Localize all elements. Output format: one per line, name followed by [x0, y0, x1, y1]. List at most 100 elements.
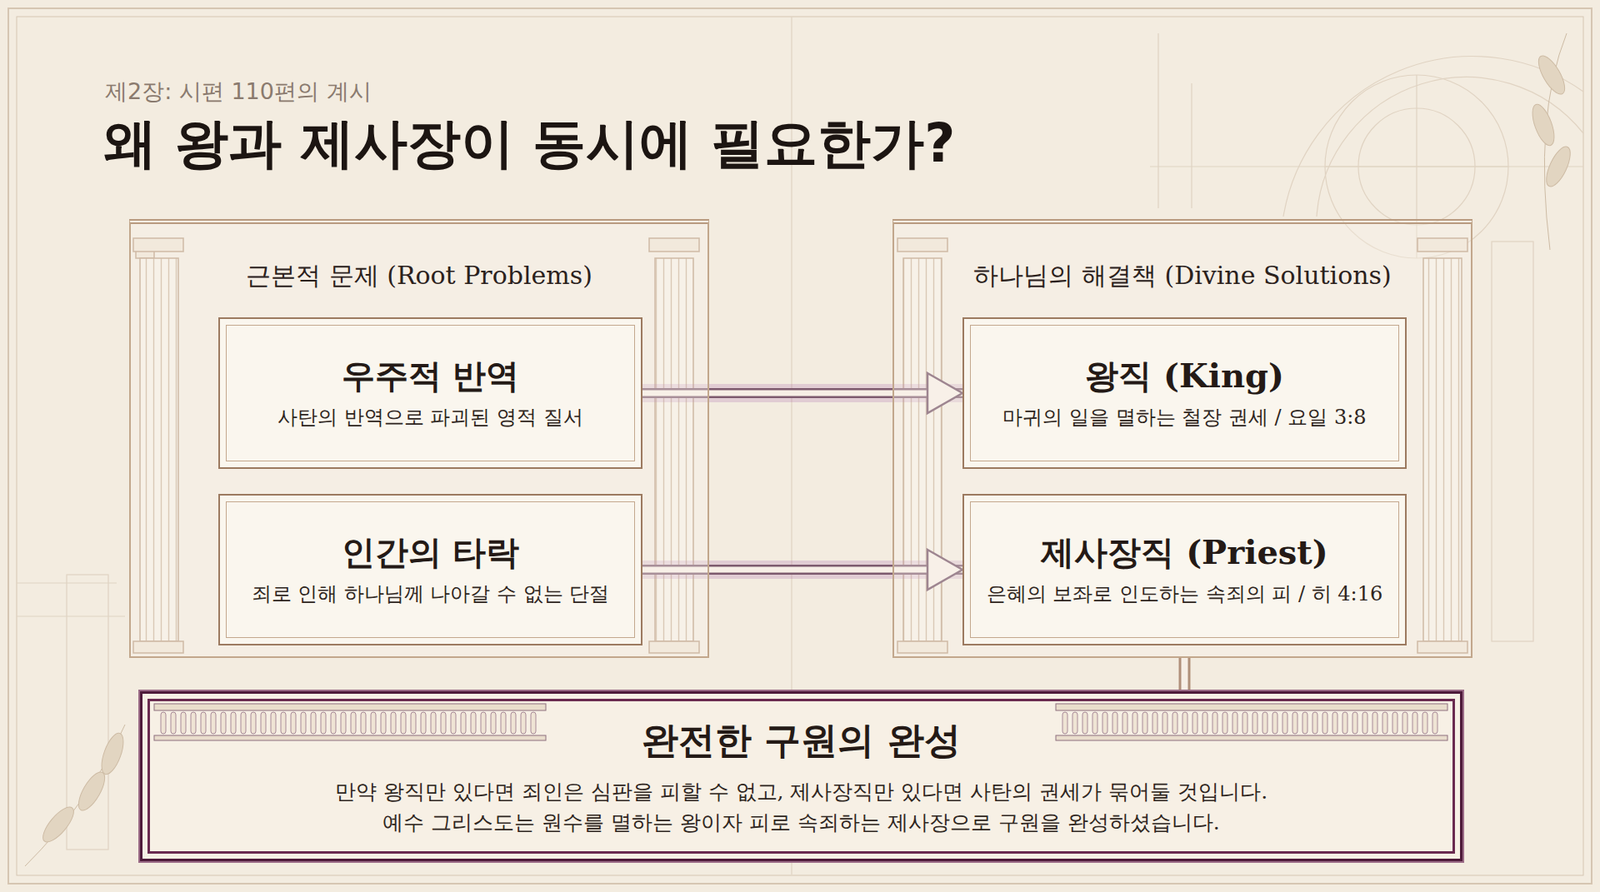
baluster: [530, 712, 536, 735]
baluster: [390, 712, 396, 735]
baluster: [1082, 712, 1088, 735]
baluster: [1212, 712, 1218, 735]
band-heading: 완전한 구원의 완성: [641, 719, 961, 764]
content-box: 우주적 반역사탄의 반역으로 파괴된 영적 질서: [218, 317, 643, 470]
baluster: [1242, 712, 1248, 735]
balustrade-rail: [154, 704, 546, 711]
summary-band: 완전한 구원의 완성만약 왕직만 있다면 죄인은 심판을 피할 수 없고, 제사…: [140, 691, 1463, 862]
baluster: [470, 712, 476, 735]
baluster: [440, 712, 446, 735]
baluster: [400, 712, 406, 735]
baluster: [1362, 712, 1368, 735]
decoration: [1316, 77, 1584, 217]
baluster: [1202, 712, 1208, 735]
baluster: [1282, 712, 1288, 735]
baluster: [180, 712, 186, 735]
baluster: [1312, 712, 1318, 735]
leaf-ornament: [25, 33, 1575, 867]
baluster: [1152, 712, 1158, 735]
decoration: [16, 16, 1584, 876]
baluster: [1262, 712, 1268, 735]
baluster: [1392, 712, 1398, 735]
page-frame: [8, 8, 1592, 885]
box-description: 죄로 인해 하나님께 나아갈 수 없는 단절: [251, 581, 610, 608]
baluster: [1252, 712, 1258, 735]
decoration: [1528, 101, 1560, 149]
baluster: [300, 712, 306, 735]
decoration: [1541, 143, 1575, 190]
baluster: [1372, 712, 1378, 735]
baluster: [290, 712, 296, 735]
baluster: [1192, 712, 1198, 735]
baluster: [430, 712, 436, 735]
decoration: [97, 730, 129, 778]
baluster: [270, 712, 276, 735]
baluster: [330, 712, 336, 735]
connector-inner: [1181, 658, 1189, 692]
decoration: [1325, 165, 1509, 167]
baluster: [420, 712, 426, 735]
baluster: [1142, 712, 1148, 735]
baluster: [1322, 712, 1328, 735]
baluster: [510, 712, 516, 735]
baluster: [450, 712, 456, 735]
baluster: [1292, 712, 1298, 735]
connector-outer: [1179, 658, 1191, 692]
baluster: [1422, 712, 1428, 735]
baluster: [1062, 712, 1068, 735]
balustrade-rail: [1055, 704, 1448, 711]
baluster: [340, 712, 346, 735]
baluster: [220, 712, 226, 735]
baluster: [1432, 712, 1438, 735]
baluster: [1132, 712, 1138, 735]
baluster: [1272, 712, 1278, 735]
band-body: 만약 왕직만 있다면 죄인은 심판을 피할 수 없고, 제사장직만 있다면 사탄…: [335, 776, 1269, 840]
baluster: [1122, 712, 1128, 735]
group-panel: 근본적 문제 (Root Problems)우주적 반역사탄의 반역으로 파괴된…: [129, 219, 710, 659]
baluster: [1402, 712, 1408, 735]
baluster: [1352, 712, 1358, 735]
content-box: 인간의 타락죄로 인해 하나님께 나아갈 수 없는 단절: [218, 494, 643, 646]
content-box: 제사장직 (Priest) 은혜의 보좌로 인도하는 속죄의 피 / 히 4:16: [962, 494, 1407, 646]
connector-line: [1184, 658, 1185, 692]
decoration: [1157, 33, 1159, 209]
baluster: [1172, 712, 1178, 735]
decoration: [1190, 83, 1192, 209]
baluster: [1222, 712, 1228, 735]
baluster: [250, 712, 256, 735]
baluster: [1162, 712, 1168, 735]
baluster: [1112, 712, 1118, 735]
baluster: [370, 712, 376, 735]
baluster: [1302, 712, 1308, 735]
baluster: [210, 712, 216, 735]
baluster: [200, 712, 206, 735]
box-title: 인간의 타락: [341, 531, 520, 574]
baluster: [160, 712, 166, 735]
baluster: [170, 712, 176, 735]
baluster: [280, 712, 286, 735]
blueprint-lines: [16, 16, 1584, 875]
baluster: [1102, 712, 1108, 735]
content-box: 왕직 (King)마귀의 일을 멸하는 철장 권세 / 요일 3:8: [962, 317, 1407, 470]
box-description: 은혜의 보좌로 인도하는 속죄의 피 / 히 4:16: [986, 581, 1383, 608]
decoration: [1533, 51, 1570, 98]
group-panel: 하나님의 해결책 (Divine Solutions)왕직 (King)마귀의 …: [892, 219, 1473, 659]
decoration: [73, 768, 110, 815]
baluster: [1382, 712, 1388, 735]
baluster: [240, 712, 246, 735]
decoration: [38, 803, 80, 848]
baluster: [320, 712, 326, 735]
baluster: [260, 712, 266, 735]
box-title: 제사장직 (Priest): [1040, 531, 1329, 574]
balustrade-rail: [1055, 735, 1448, 741]
box-description: 사탄의 반역으로 파괴된 영적 질서: [277, 405, 584, 431]
baluster: [380, 712, 386, 735]
baluster: [1182, 712, 1188, 735]
box-description: 마귀의 일을 멸하는 철장 권세 / 요일 3:8: [1002, 405, 1366, 431]
box-title: 우주적 반역: [341, 355, 520, 397]
baluster: [410, 712, 416, 735]
decoration: [8, 8, 1592, 885]
decoration: [1150, 165, 1584, 167]
diagram-title: 왜 왕과 제사장이 동시에 필요한가?: [103, 111, 955, 176]
baluster: [1232, 712, 1238, 735]
